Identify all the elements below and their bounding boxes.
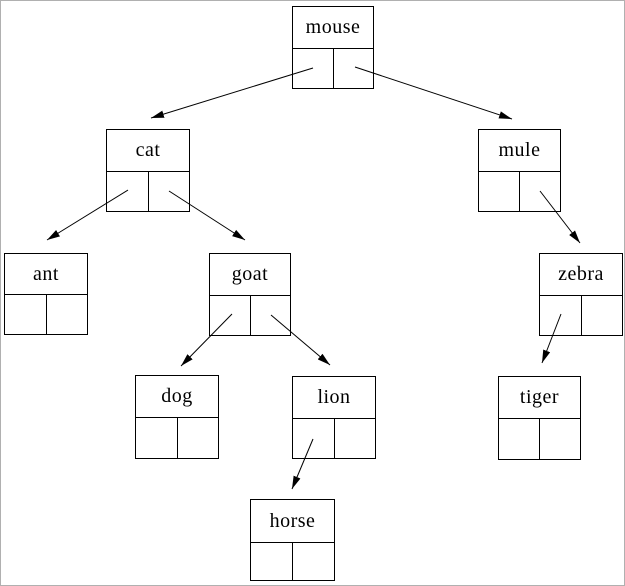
tree-node-horse: horse (250, 499, 335, 581)
right-pointer-cell (149, 172, 190, 211)
tree-node-mouse: mouse (292, 6, 374, 89)
node-pointer-row (293, 419, 375, 458)
right-pointer-cell (251, 296, 291, 335)
right-pointer-cell (540, 419, 580, 459)
right-pointer-cell (293, 543, 334, 580)
right-pointer-cell (334, 49, 374, 88)
right-pointer-cell (520, 172, 560, 211)
node-pointer-row (499, 419, 580, 459)
tree-node-tiger: tiger (498, 376, 581, 460)
tree-node-zebra: zebra (539, 253, 623, 336)
node-pointer-row (5, 295, 87, 334)
node-label: ant (5, 254, 87, 295)
tree-node-goat: goat (209, 253, 291, 336)
left-pointer-cell (5, 295, 47, 334)
left-pointer-cell (499, 419, 540, 459)
right-pointer-cell (335, 419, 376, 458)
node-pointer-row (540, 296, 622, 335)
node-label: mule (479, 130, 560, 172)
tree-node-lion: lion (292, 376, 376, 459)
tree-node-ant: ant (4, 253, 88, 335)
left-pointer-cell (210, 296, 251, 335)
node-pointer-row (293, 49, 373, 88)
node-pointer-row (479, 172, 560, 211)
left-pointer-cell (479, 172, 520, 211)
node-label: goat (210, 254, 290, 296)
left-pointer-cell (540, 296, 582, 335)
node-label: lion (293, 377, 375, 419)
node-pointer-row (251, 543, 334, 580)
left-pointer-cell (107, 172, 149, 211)
node-label: mouse (293, 7, 373, 49)
node-pointer-row (107, 172, 189, 211)
left-pointer-cell (251, 543, 293, 580)
node-label: dog (136, 376, 218, 418)
tree-node-mule: mule (478, 129, 561, 212)
tree-node-cat: cat (106, 129, 190, 212)
right-pointer-cell (582, 296, 623, 335)
right-pointer-cell (178, 418, 219, 458)
node-label: horse (251, 500, 334, 543)
node-pointer-row (210, 296, 290, 335)
left-pointer-cell (136, 418, 178, 458)
left-pointer-cell (293, 419, 335, 458)
tree-node-dog: dog (135, 375, 219, 459)
node-label: zebra (540, 254, 622, 296)
node-label: tiger (499, 377, 580, 419)
node-pointer-row (136, 418, 218, 458)
right-pointer-cell (47, 295, 88, 334)
left-pointer-cell (293, 49, 334, 88)
node-label: cat (107, 130, 189, 172)
